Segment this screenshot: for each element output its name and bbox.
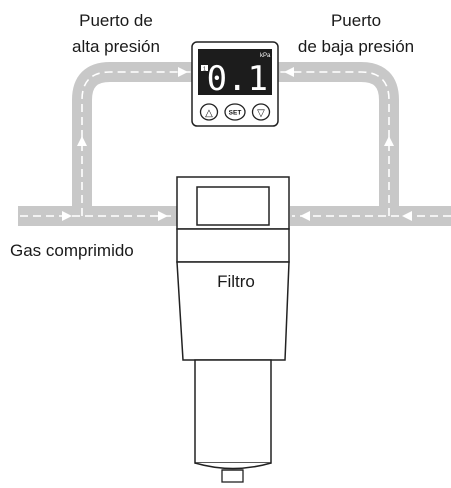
gauge-down-button[interactable]: ▽ (251, 103, 271, 121)
filter-label: Filtro (217, 272, 255, 291)
arrow-right-icon (158, 211, 168, 221)
gauge-channel: 1 (203, 66, 206, 72)
high-pressure-label-line1: Puerto de (79, 11, 153, 30)
gauge-up-button[interactable]: △ (199, 103, 219, 121)
gas-label: Gas comprimido (10, 241, 134, 260)
gauge-set-button[interactable]: SET (224, 103, 246, 121)
high-pressure-label-line2: alta presión (72, 37, 160, 56)
filter-window (196, 186, 270, 226)
up-icon: △ (205, 108, 213, 119)
low-pressure-label-line1: Puerto (331, 11, 381, 30)
arrow-up-icon (77, 136, 87, 146)
high-flow-path (81, 71, 192, 216)
low-flow-path (280, 71, 390, 216)
pressure-gauge: 1 kPa 0.1 △ SET ▽ (191, 41, 279, 127)
gauge-display (198, 49, 272, 95)
up-button-shape[interactable] (199, 103, 219, 121)
low-pressure-line (278, 62, 399, 218)
filter-bottom-curve (194, 462, 272, 470)
down-button-shape[interactable] (251, 103, 271, 121)
arrow-left-icon (300, 211, 310, 221)
arrow-right-icon (178, 67, 188, 77)
arrow-left-icon (402, 211, 412, 221)
set-button-label: SET (229, 110, 242, 117)
arrow-right-icon (62, 211, 72, 221)
set-button-shape[interactable] (224, 103, 246, 121)
gauge-unit: kPa (260, 53, 271, 59)
filter-drain (221, 469, 244, 483)
low-pressure-label-line2: de baja presión (298, 37, 414, 56)
arrow-left-icon (284, 67, 294, 77)
filter-bowl-lower (194, 359, 272, 464)
gauge-value: 0.1 (207, 59, 268, 99)
gauge-channel-box (201, 65, 208, 71)
flow-arrows (62, 67, 412, 221)
arrow-up-icon (384, 136, 394, 146)
filter-bowl-upper (176, 261, 290, 361)
filter-collar (176, 228, 290, 263)
flow-lines (20, 71, 451, 217)
down-icon: ▽ (257, 108, 265, 119)
filter-unit (176, 176, 290, 483)
